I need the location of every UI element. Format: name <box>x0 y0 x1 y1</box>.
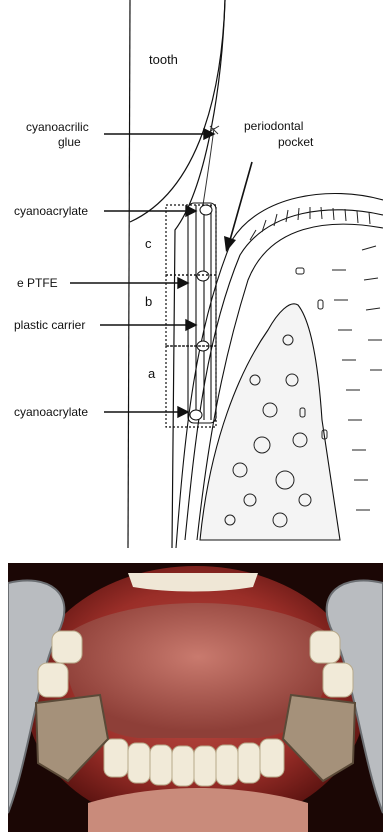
cyanoacrylate-top-label: cyanoacrylate <box>14 204 88 218</box>
plastic-carrier-label: plastic carrier <box>14 318 85 332</box>
segment-c-label: c <box>145 236 152 251</box>
pocket-label-line2: pocket <box>278 135 314 149</box>
pocket-label-line1: periodontal <box>244 119 303 133</box>
bone-outline <box>200 304 340 540</box>
cyanoacrylate-bottom-label: cyanoacrylate <box>14 405 88 419</box>
upper-teeth <box>128 573 258 592</box>
segment-a-label: a <box>148 366 156 381</box>
glue-label-line1: cyanoacrilic <box>26 120 89 134</box>
label-arrows <box>70 129 214 417</box>
periodontal-pocket-diagram: tooth cyanoacrilic glue periodontal pock… <box>0 0 383 560</box>
eptfe-label: e PTFE <box>17 276 58 290</box>
glue-label-line2: glue <box>58 135 81 149</box>
intraoral-photo <box>8 563 383 832</box>
segment-b-label: b <box>145 294 152 309</box>
tooth-label: tooth <box>149 52 178 67</box>
pocket-arrow <box>224 162 252 252</box>
